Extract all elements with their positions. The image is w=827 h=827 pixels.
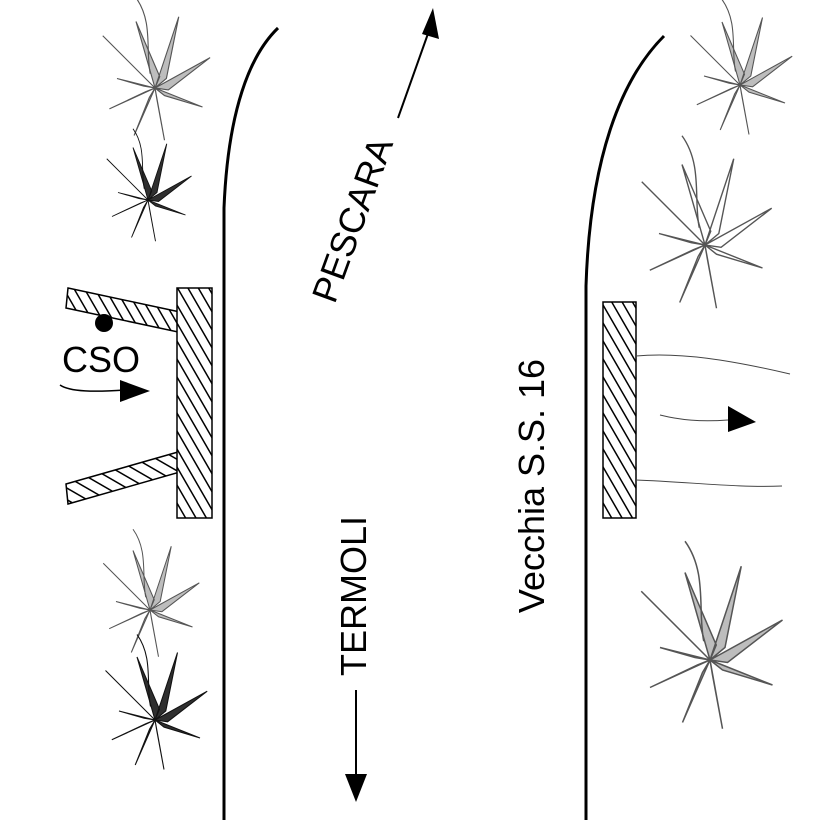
cso-point-icon [95,314,113,332]
plant-right-top-icon [689,0,793,136]
plant-left-lower-icon [102,528,200,658]
left-road-edge [222,26,280,820]
plant-left-dark-top-icon [106,128,192,242]
plant-left-top-icon [102,0,211,141]
pescara-label: PESCARA [304,132,401,308]
road-name-label: Vecchia S.S. 16 [511,359,552,613]
termoli-arrow-icon [345,690,367,802]
outflow-channel [635,354,791,487]
right-hatched-structure [602,301,637,519]
pescara-arrow-icon [397,8,439,119]
right-road-edge [584,34,666,820]
outflow-arrow-icon [728,406,756,432]
termoli-label: TERMOLI [333,516,374,676]
cso-structure [65,287,213,519]
inflow-arrow-icon [59,380,150,402]
plant-right-white-icon [641,135,773,309]
cso-label: CSO [62,339,140,380]
plant-left-dark-bottom-icon [104,633,208,771]
plant-right-bottom-icon [640,540,784,730]
